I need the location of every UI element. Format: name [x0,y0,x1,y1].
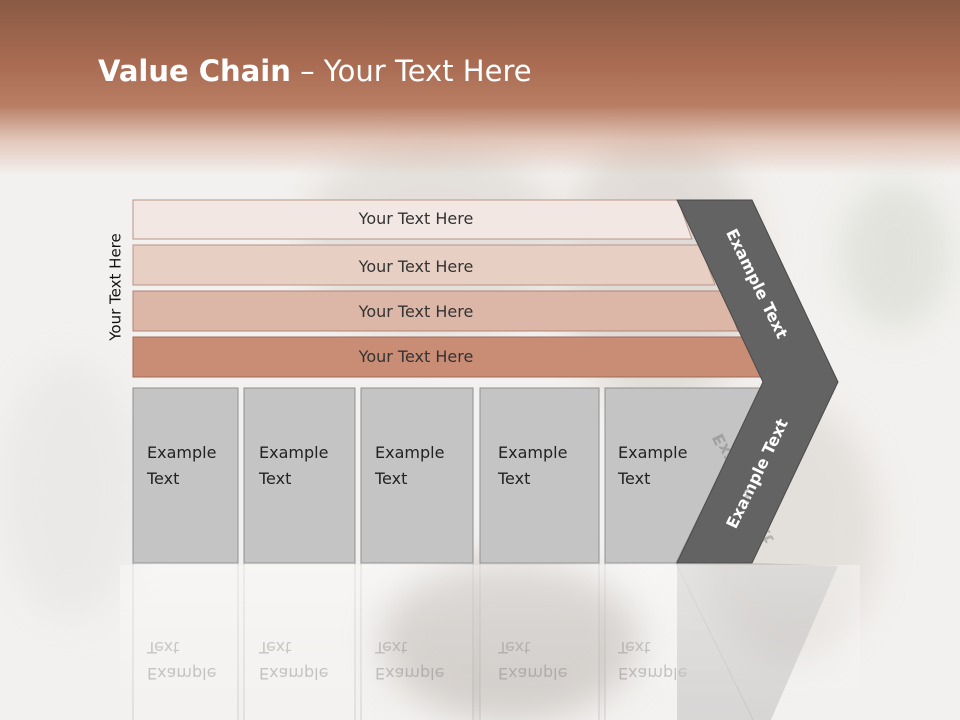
activity-box-line2: Text [146,469,179,488]
activity-box-line2: Text [258,469,291,488]
activity-box-line1: Example [147,443,216,462]
activity-box: Example Text [604,387,763,564]
activity-box-shape [243,387,356,564]
support-bar: Your Text Here [132,244,716,286]
support-activities: Your Text Here Your Text Here Your Text … [132,199,763,378]
title-rest: – Your Text Here [290,54,532,88]
activity-box-shape [479,387,600,564]
support-bar-shape [132,244,716,286]
reflection-fade [120,565,860,720]
activity-box-line2: Text [617,469,650,488]
support-bar-shape [132,290,739,332]
chevron-shape [676,199,839,564]
activity-box: Example Text [360,387,474,564]
activity-box-shape [132,387,239,564]
support-bar-label: Your Text Here [358,302,474,321]
primary-activities: Example Text Example Text Example Text E… [132,387,763,564]
activity-box-line1: Example [259,443,328,462]
support-bar-label: Your Text Here [358,257,474,276]
slide-title: Value Chain – Your Text Here [98,54,532,94]
title-bold: Value Chain [98,54,291,88]
support-bar: Your Text Here [132,290,739,332]
support-bar: Your Text Here [132,199,693,240]
activity-box-line1: Example [498,443,567,462]
activity-box-line1: Example [375,443,444,462]
activity-box: Example Text [132,387,239,564]
support-bar: Your Text Here [132,336,763,378]
activity-box-line1: Example [618,443,687,462]
activity-box: Example Text [243,387,356,564]
activity-box-line2: Text [497,469,530,488]
support-bar-label: Your Text Here [358,347,474,366]
support-bar-shape [132,199,693,240]
title-band [0,0,960,175]
activity-box-line2: Text [374,469,407,488]
activity-box: Example Text [479,387,600,564]
support-bar-label: Your Text Here [358,209,474,228]
